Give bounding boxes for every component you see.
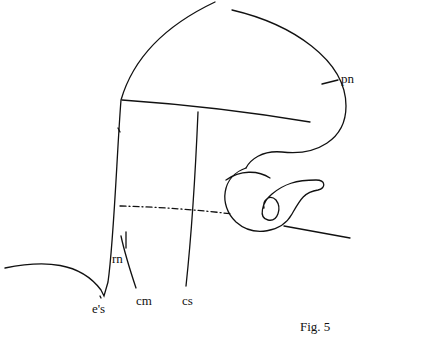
region-line xyxy=(120,206,232,214)
part-label: e's xyxy=(92,302,105,315)
region-line xyxy=(186,112,198,286)
coil-outline xyxy=(225,168,324,231)
leader-line xyxy=(100,296,101,298)
body-outline xyxy=(284,226,350,238)
figure-number: Fig. 5 xyxy=(300,320,330,333)
part-label: pn xyxy=(341,72,354,85)
region-line xyxy=(122,100,310,122)
part-label: cs xyxy=(182,294,193,307)
leader-line xyxy=(322,80,338,84)
bulb-outline xyxy=(232,10,346,168)
part-label: rn xyxy=(112,252,123,265)
coil-inner xyxy=(226,172,270,180)
leader-line xyxy=(121,236,136,288)
leader-line xyxy=(125,232,126,248)
part-label: cm xyxy=(136,294,152,307)
small-mark xyxy=(118,128,120,132)
body-outline xyxy=(5,2,215,296)
